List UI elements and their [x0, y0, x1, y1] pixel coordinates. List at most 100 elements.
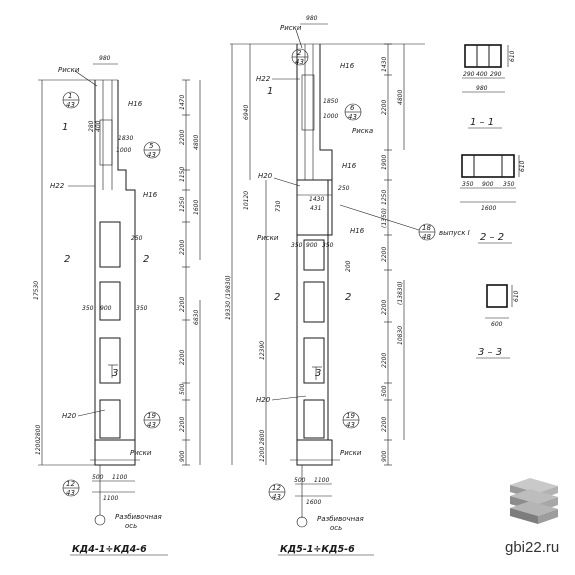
svg-text:2200: 2200 [179, 240, 186, 255]
left-rebar-3: H22 [50, 182, 65, 190]
right-callout-6-top: 12 [272, 484, 281, 492]
left-callout-1-bottom: 43 [66, 101, 75, 109]
svg-text:2200: 2200 [179, 350, 186, 365]
svg-text:6830: 6830 [193, 310, 200, 325]
svg-text:1430: 1430 [381, 57, 388, 72]
right-callout-3-top: 1430 [309, 196, 324, 203]
svg-text:610: 610 [509, 50, 516, 62]
svg-text:350: 350 [503, 181, 515, 188]
svg-text:2200: 2200 [381, 247, 388, 262]
svg-text:(13830): (13830) [397, 281, 404, 305]
svg-text:1250: 1250 [179, 197, 186, 212]
right-callout-3-bottom: 431 [310, 205, 321, 212]
right-dim-2800: 2800 [259, 430, 266, 445]
left-top-dim: 980 [99, 55, 111, 62]
left-callout-2-top: 5 [149, 142, 154, 150]
svg-text:10120: 10120 [243, 191, 250, 210]
left-dim-350l: 350 [82, 305, 94, 312]
svg-text:2200: 2200 [381, 100, 388, 115]
svg-text:2200: 2200 [179, 417, 186, 432]
right-callout-5-top: 19 [346, 412, 355, 420]
right-callout-2-bottom: 43 [348, 113, 357, 121]
svg-text:4800: 4800 [397, 90, 404, 105]
svg-text:2200: 2200 [179, 130, 186, 145]
left-dim-280: 280 [88, 120, 95, 132]
left-zone-1: 1 [62, 122, 68, 133]
right-dim-350l: 350 [291, 242, 303, 249]
svg-text:2200: 2200 [381, 353, 388, 368]
right-zone-2b: 2 [345, 292, 351, 303]
right-column-drawing: 980 6940 10120 19330 (19830) 12390 [225, 15, 470, 556]
right-dim-1000: 1000 [323, 113, 338, 120]
left-risk-bottom: Риски [130, 449, 152, 457]
svg-text:12390: 12390 [259, 341, 266, 360]
right-risk-mid: Риска [352, 127, 373, 135]
right-dim-1200: 1200 [259, 447, 266, 462]
right-bottom-1600: 1600 [306, 499, 321, 506]
svg-text:610: 610 [519, 160, 526, 172]
svg-text:6940: 6940 [243, 105, 250, 120]
svg-text:290: 290 [463, 71, 475, 78]
right-dim-730: 730 [275, 200, 282, 212]
svg-text:2200: 2200 [381, 417, 388, 432]
right-rebar-5: H16 [350, 227, 365, 235]
svg-text:400: 400 [476, 71, 488, 78]
svg-text:1470: 1470 [179, 95, 186, 110]
right-rebar-1: H16 [340, 62, 355, 70]
right-callout-1-top: 2 [297, 49, 302, 57]
left-dim-1200: 1200 [35, 440, 42, 455]
section-2-2-label: 2 – 2 [480, 232, 504, 243]
section-1-1-label: 1 – 1 [470, 117, 494, 128]
svg-text:2200: 2200 [381, 300, 388, 315]
right-bottom-500: 500 [294, 477, 306, 484]
left-risk-top: Риски [58, 66, 80, 74]
left-callout-3-bottom: 43 [147, 421, 156, 429]
right-dim-900: 900 [306, 242, 318, 249]
svg-text:900: 900 [381, 450, 388, 462]
svg-text:600: 600 [491, 321, 503, 328]
right-callout-2-top: 6 [350, 104, 355, 112]
svg-text:1900: 1900 [381, 155, 388, 170]
right-zone-2a: 2 [274, 292, 280, 303]
left-title: КД4-1÷КД4-6 [72, 544, 147, 555]
svg-text:1250: 1250 [381, 190, 388, 205]
right-dim-1850: 1850 [323, 98, 338, 105]
left-callout-1-top: 1 [68, 92, 72, 100]
left-bottom-500: 500 [92, 474, 104, 481]
site-name: gbi22.ru [505, 539, 559, 556]
right-risk-lower: Риски [257, 234, 279, 242]
left-dim-1830: 1830 [118, 135, 133, 142]
right-axis-label-1: Разбивочная [317, 515, 364, 523]
right-zone-1: 1 [267, 86, 273, 97]
right-callout-5-bottom: 43 [346, 421, 355, 429]
left-dim-250: 250 [131, 235, 143, 242]
svg-text:900: 900 [482, 181, 494, 188]
right-note: выпуск I [439, 229, 470, 237]
left-zone-3: 3 [112, 368, 118, 379]
left-axis-label-2: ось [125, 522, 137, 530]
right-callout-6-bottom: 43 [272, 493, 281, 501]
right-bottom-1100: 1100 [314, 477, 329, 484]
right-right-dims: 1430 2200 4800 1900 1250 (1350) 2200 220… [381, 57, 404, 462]
left-callout-4-bottom: 43 [66, 489, 75, 497]
right-callout-1-bottom: 43 [295, 58, 304, 66]
left-rebar-1: H16 [128, 100, 143, 108]
svg-text:(1350): (1350) [381, 208, 388, 228]
right-rebar-4: H20 [258, 172, 273, 180]
svg-text:4800: 4800 [193, 135, 200, 150]
left-right-dims: 1470 2200 4800 1150 1250 1600 2200 2200 … [179, 95, 200, 462]
left-total-height: 17530 [33, 281, 40, 300]
svg-text:19330 (19830): 19330 (19830) [225, 275, 232, 320]
left-dim-900: 900 [100, 305, 112, 312]
right-risk-top: Риски [280, 24, 302, 32]
left-zone-2b: 2 [143, 254, 149, 265]
svg-text:610: 610 [513, 290, 520, 302]
section-2-2: 350 900 350 1600 610 2 – 2 [460, 154, 526, 244]
svg-text:1150: 1150 [179, 167, 186, 182]
right-callout-4-bottom: 48 [422, 233, 431, 241]
right-left-dims: 6940 10120 19330 (19830) 12390 [225, 105, 266, 360]
right-dim-350r: 350 [322, 242, 334, 249]
svg-text:500: 500 [179, 383, 186, 395]
right-rebar-3: H16 [342, 162, 357, 170]
right-risk-bottom: Риски [340, 449, 362, 457]
